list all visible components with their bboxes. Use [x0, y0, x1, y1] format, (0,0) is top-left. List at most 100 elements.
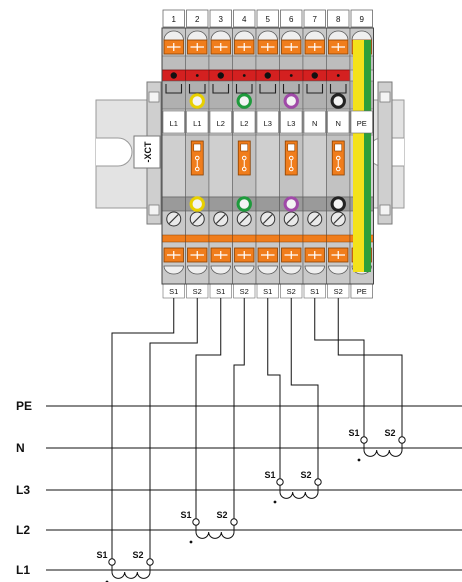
block-rib: [279, 55, 304, 71]
terminal-block-strip: 1L1S12L1S23L2S14L2S25L3S16L3S27NS18NS29P…: [161, 9, 374, 299]
lever-mark-bottom: [284, 251, 298, 259]
spring-clamp-bottom: [163, 265, 184, 275]
ct-terminal-s2: [398, 436, 406, 444]
label-field-upper: [280, 110, 303, 134]
switch-window: [240, 143, 249, 152]
disconnect-switch-icon: [284, 140, 298, 176]
block-rib: [302, 55, 327, 71]
spring-clamp-top: [257, 30, 278, 41]
number-tab: [209, 9, 232, 28]
terminal-number: 7: [313, 15, 318, 24]
marker-ring-upper: [283, 93, 299, 109]
screw-slot: [262, 214, 273, 224]
number-tab: [280, 9, 303, 28]
device-tag: -XCT: [133, 135, 161, 169]
ct-terminal-s2: [146, 558, 154, 566]
wiring: [111, 298, 403, 562]
screw-slot: [309, 214, 320, 224]
lever-mark-top: [261, 43, 275, 51]
bus-label-pe: PE: [16, 399, 32, 413]
label-field-upper: [209, 110, 232, 134]
ct-terminal-s2: [230, 518, 238, 526]
number-tab: [162, 9, 185, 28]
lower-conductor-label: S1: [216, 287, 225, 296]
ct-terminal-s1: [360, 436, 368, 444]
upper-conductor-label: N: [336, 119, 341, 128]
label-field-upper: [327, 110, 350, 134]
spring-clamp-bottom: [257, 265, 278, 275]
bridge-point: [336, 74, 340, 77]
orange-bridge-lower: [232, 234, 257, 243]
bus-label-n: N: [16, 441, 25, 455]
bridge-point: [242, 74, 246, 77]
lower-conductor-label: S2: [193, 287, 202, 296]
wire-s1: [267, 298, 281, 482]
ct-coil: [111, 565, 151, 579]
ct-coil: [279, 485, 319, 499]
switch-contact: [335, 166, 341, 172]
ct-terminal-s1: [108, 558, 116, 566]
marker-ring-upper: [236, 93, 252, 109]
spring-clamp-top: [281, 30, 302, 41]
switch-contact: [194, 166, 200, 172]
lower-conductor-label: S2: [240, 287, 249, 296]
wire-s2: [290, 298, 319, 482]
terminal-number: 2: [195, 15, 200, 24]
terminal-number: 9: [360, 15, 365, 24]
block-rib: [185, 55, 210, 71]
lower-conductor-label: S2: [287, 287, 296, 296]
pe-green-stripe: [364, 40, 371, 272]
screw-slot: [239, 214, 250, 224]
ct-label-s1: S1: [348, 428, 359, 438]
orange-bridge-lower: [326, 234, 351, 243]
spring-clamp-bottom: [328, 265, 349, 275]
ct-label-s1: S1: [96, 550, 107, 560]
lever-mark-bottom: [261, 251, 275, 259]
bridge-point: [289, 74, 293, 77]
terminal-number: 1: [172, 15, 177, 24]
spring-clamp-bottom: [234, 265, 255, 275]
upper-conductor-label: L2: [217, 119, 225, 128]
lever-mark-bottom: [308, 251, 322, 259]
lever-mark-bottom: [214, 251, 228, 259]
number-tab: [186, 9, 209, 28]
spring-clamp-top: [210, 30, 231, 41]
spring-clamp-bottom: [304, 265, 325, 275]
orange-bridge-lower: [279, 234, 304, 243]
switch-contact: [241, 166, 247, 172]
bridge-slot: [259, 84, 277, 94]
lever-mark-top: [190, 43, 204, 51]
marker-ring-lower: [189, 196, 205, 212]
spring-clamp-top: [351, 30, 372, 41]
screw-slot: [286, 214, 297, 224]
ct-label-s2: S2: [132, 550, 143, 560]
block-rib: [232, 55, 257, 71]
socket-row-lower: [161, 196, 186, 212]
spring-clamp-bottom: [281, 265, 302, 275]
spring-clamp-top: [234, 30, 255, 41]
spring-clamp-top: [163, 30, 184, 41]
lever-mark-top: [237, 43, 251, 51]
polarity-dot: [273, 500, 277, 504]
block-rib: [255, 55, 280, 71]
spring-clamp-top: [187, 30, 208, 41]
switch-pivot: [241, 155, 247, 161]
terminal-number: 3: [219, 15, 224, 24]
switch-pivot: [194, 155, 200, 161]
bus-label-l2: L2: [16, 523, 30, 537]
ct-coil: [363, 443, 403, 457]
orange-bridge-lower: [185, 234, 210, 243]
wire-s2: [149, 298, 198, 562]
pe-yellow-stripe: [353, 40, 364, 272]
lever-mark-top: [167, 43, 181, 51]
lower-conductor-label: S2: [334, 287, 343, 296]
number-tab: [327, 9, 350, 28]
